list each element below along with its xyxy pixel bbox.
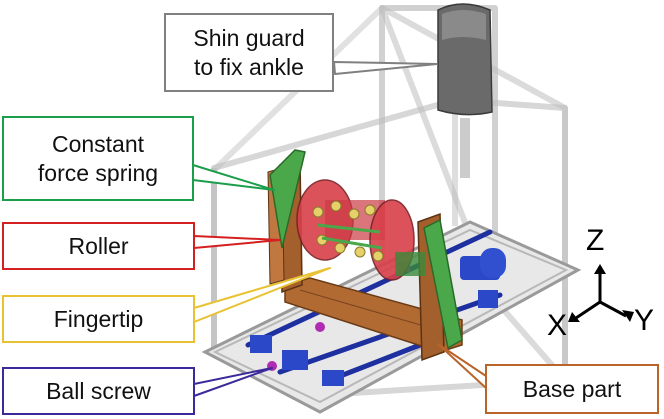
shin-guard [437,3,493,178]
callout-ball-screw: Ball screw [2,367,195,415]
callout-base-part: Base part [485,364,659,414]
axis-label-z: Z [586,224,605,257]
callout-shin-guard: Shin guard to fix ankle [164,13,334,92]
left-post [267,149,306,294]
axis-label-x: X [547,309,568,342]
axis-arrows [568,264,634,322]
callout-roller: Roller [2,222,195,270]
callout-pointers [192,61,487,397]
motors [250,248,506,386]
axis-label-y: Y [634,304,655,337]
callout-constant-force-spring: Constant force spring [2,116,194,201]
roller-drum [296,179,415,281]
right-post [395,212,463,362]
callout-fingertip: Fingertip [2,295,195,343]
